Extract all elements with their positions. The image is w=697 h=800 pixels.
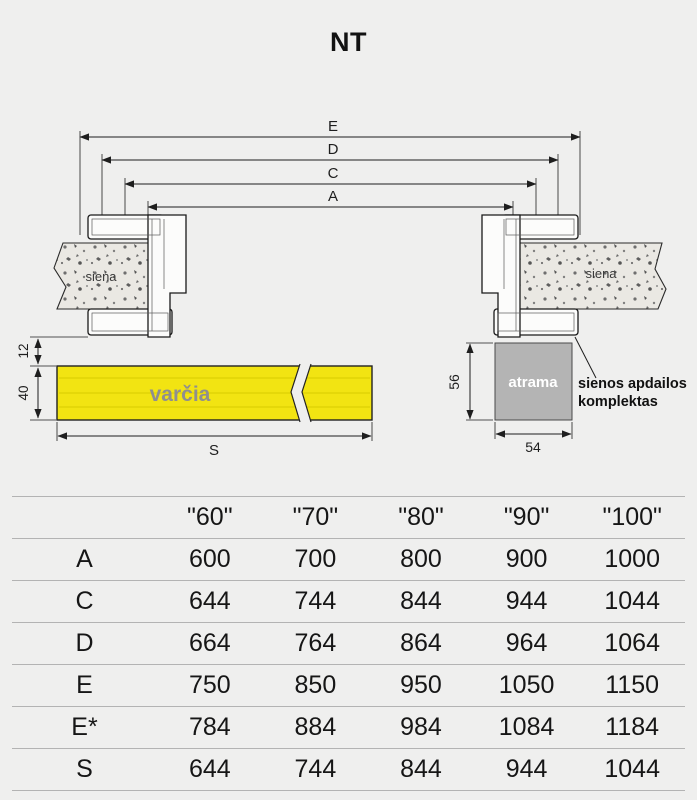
cell: 744 xyxy=(294,755,337,783)
cell: 1184 xyxy=(605,713,660,741)
cell: 984 xyxy=(400,713,442,741)
wall-right: siena xyxy=(517,242,667,310)
note-line-1: sienos apdailos xyxy=(578,376,687,392)
support-label: atrama xyxy=(508,374,558,391)
cell: 1000 xyxy=(604,545,660,573)
finishing-kit-note: sienos apdailos komplektas xyxy=(574,336,687,410)
frame-profile-left xyxy=(87,214,187,338)
cell: 1084 xyxy=(498,713,555,741)
row-label: S xyxy=(76,755,93,783)
col-header-60: "60" xyxy=(187,503,233,531)
cell: 744 xyxy=(294,587,337,615)
cell: 1044 xyxy=(604,587,660,615)
dim-label-12: 12 xyxy=(16,343,31,358)
cell: 644 xyxy=(188,755,231,783)
dim-label-40: 40 xyxy=(16,385,31,400)
row-label: E xyxy=(76,671,93,699)
top-dimension-lines xyxy=(79,131,581,235)
support-rect xyxy=(494,342,573,421)
col-header-100: "100" xyxy=(602,503,662,531)
table-row: A 600 700 800 900 1000 xyxy=(12,539,685,581)
cell: 884 xyxy=(294,713,337,741)
wall-right-label: siena xyxy=(585,266,617,281)
dim-label-D: D xyxy=(328,141,339,158)
door-leaf-label: varčia xyxy=(150,383,211,406)
door-leaf: varčia xyxy=(56,363,373,423)
cell: 764 xyxy=(294,629,337,657)
note-line-2: komplektas xyxy=(578,394,658,410)
table-row: E* 784 884 984 1084 1184 xyxy=(12,707,685,749)
wall-left-label: siena xyxy=(85,269,117,284)
cell: 800 xyxy=(400,545,442,573)
wall-left: siena xyxy=(53,242,151,310)
cell: 900 xyxy=(505,545,548,573)
dim-gap-and-thickness xyxy=(30,336,88,421)
table-row: C 644 744 844 944 1044 xyxy=(12,581,685,623)
support-block: atrama xyxy=(494,342,573,421)
cell: 844 xyxy=(400,587,442,615)
cell: 844 xyxy=(400,755,442,783)
dim-support-width xyxy=(494,422,573,439)
cell: 944 xyxy=(505,587,548,615)
dim-label-A: A xyxy=(328,188,338,205)
cell: 1064 xyxy=(604,629,660,657)
cell: 944 xyxy=(505,755,548,783)
row-label: D xyxy=(75,629,94,657)
cell: 1044 xyxy=(604,755,660,783)
diagram-title: NT xyxy=(330,27,367,57)
dim-label-54: 54 xyxy=(525,439,541,455)
col-header-80: "80" xyxy=(398,503,444,531)
dim-label-E: E xyxy=(328,118,338,135)
row-label: C xyxy=(75,587,94,615)
cell: 864 xyxy=(400,629,442,657)
cell: 644 xyxy=(188,587,231,615)
cell: 950 xyxy=(400,671,442,699)
technical-drawing: E D C A siena siena xyxy=(16,118,687,459)
cell: 600 xyxy=(188,545,231,573)
table-row: D 664 764 864 964 1064 xyxy=(12,623,685,665)
cell: 850 xyxy=(294,671,337,699)
dimension-table: "60" "70" "80" "90" "100" A 600 700 800 … xyxy=(12,496,685,791)
dim-leaf-width xyxy=(56,422,373,441)
dim-label-56: 56 xyxy=(446,374,462,390)
cell: 700 xyxy=(294,545,337,573)
cell: 964 xyxy=(505,629,548,657)
frame-profile-right xyxy=(481,214,579,338)
dim-label-C: C xyxy=(328,165,339,182)
cell: 750 xyxy=(188,671,231,699)
cell: 664 xyxy=(188,629,231,657)
row-label: A xyxy=(76,545,93,573)
table-row: S 644 744 844 944 1044 xyxy=(12,749,685,791)
table-row: E 750 850 950 1050 1150 xyxy=(12,665,685,707)
col-header-70: "70" xyxy=(292,503,339,531)
cell: 1150 xyxy=(605,671,660,699)
row-label: E* xyxy=(71,713,98,741)
cell: 1050 xyxy=(498,671,555,699)
col-header-90: "90" xyxy=(503,503,550,531)
cell: 784 xyxy=(188,713,231,741)
dim-label-S: S xyxy=(209,442,219,459)
dim-support-height xyxy=(466,342,493,421)
table-header-row: "60" "70" "80" "90" "100" xyxy=(12,496,685,539)
